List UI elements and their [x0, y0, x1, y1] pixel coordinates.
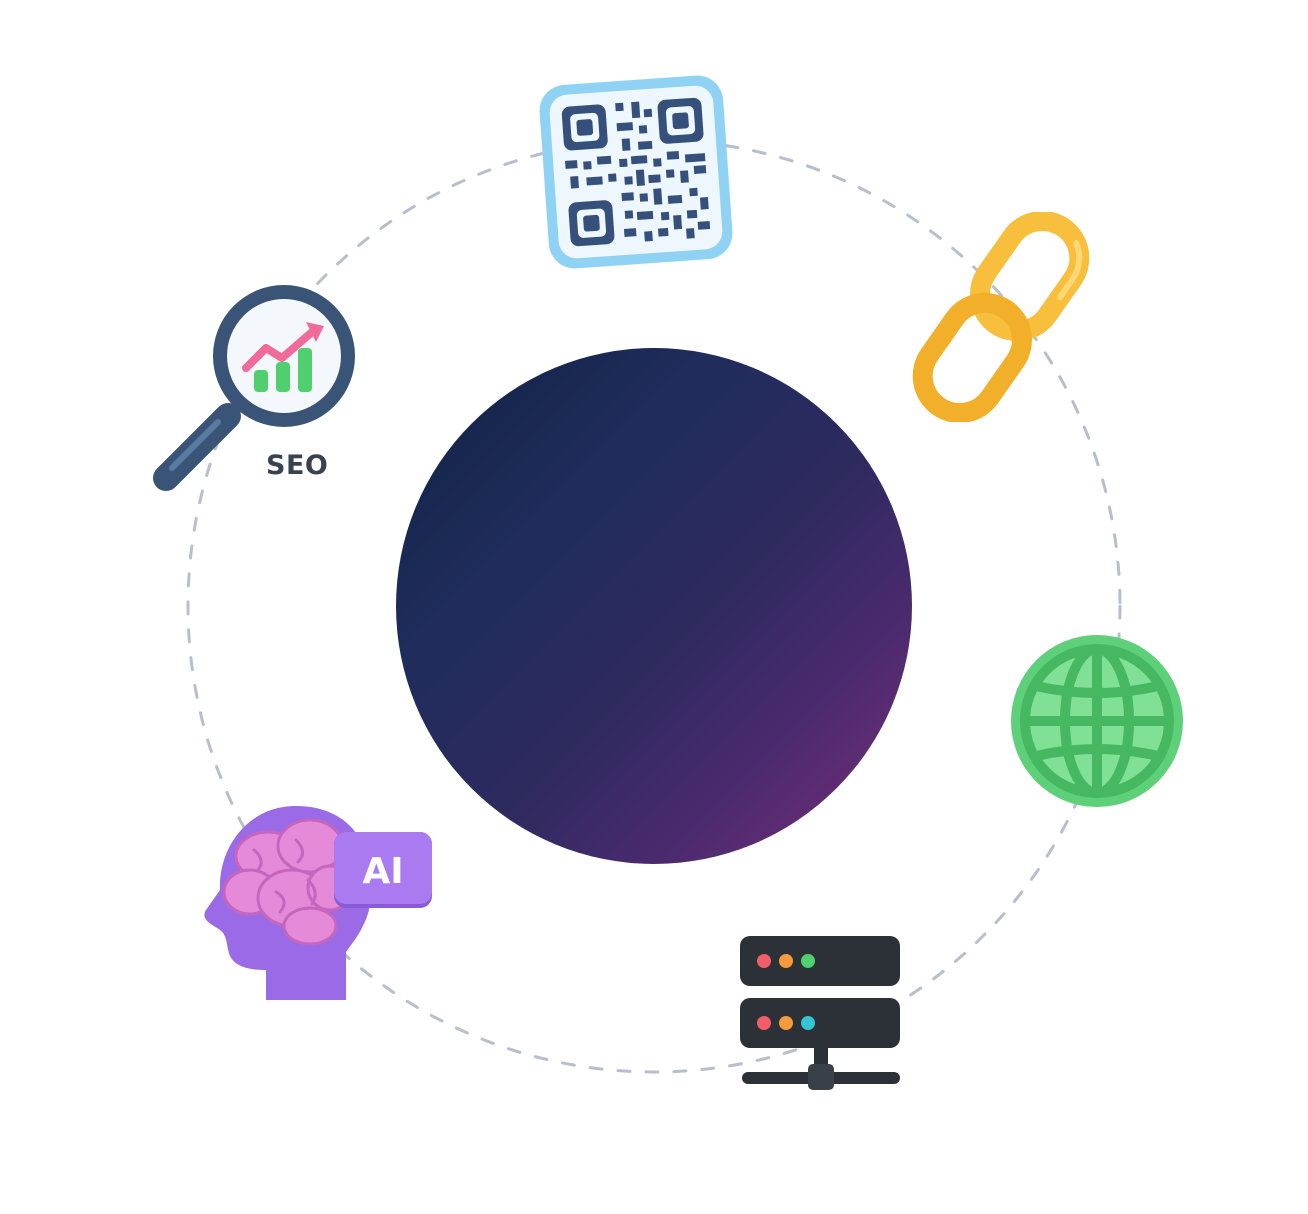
chart-bars: [254, 348, 312, 392]
ai-brain-head-icon: [196, 800, 436, 1004]
seo-label: SEO: [266, 450, 329, 481]
ai-label: AI: [362, 851, 404, 892]
qr-code-icon: [536, 72, 736, 272]
center-gradient-circle: [396, 348, 912, 864]
magnifier-chart-icon: [142, 282, 364, 504]
chain-link-icon: [906, 212, 1096, 422]
globe-icon: [1006, 630, 1188, 812]
server-icon: [736, 932, 906, 1096]
